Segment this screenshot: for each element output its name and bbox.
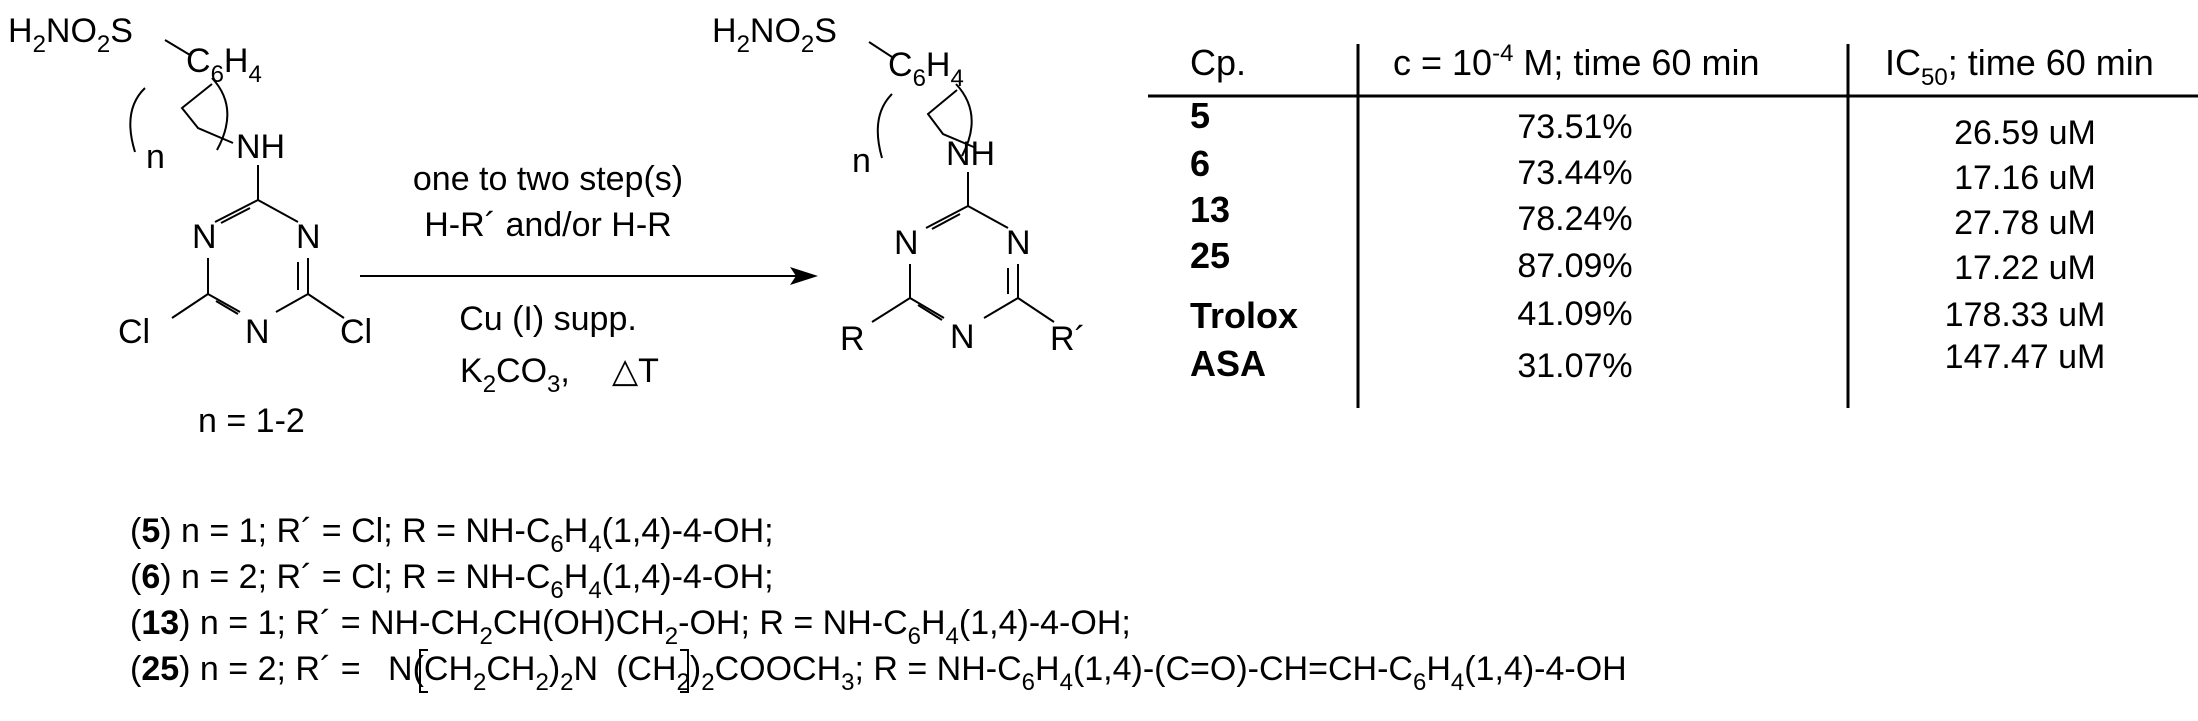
product-ring-bond xyxy=(967,205,1009,229)
table-cell-cp: ASA xyxy=(1190,343,1266,384)
reactant-structure: H2NO2S C6H4 n NH N N N Cl Cl n = 1-2 xyxy=(8,12,372,440)
table-cell-cp: 25 xyxy=(1190,235,1230,276)
compound-legend: (5) n = 1; R´ = Cl; R = NH-C6H4(1,4)-4-O… xyxy=(130,512,1627,696)
table-row: 13 78.24% 27.78 uM xyxy=(1190,189,2096,242)
table-cell-inhibition: 73.51% xyxy=(1517,108,1632,146)
reactant-n-range: n = 1-2 xyxy=(198,402,305,440)
product-ring-n1: N xyxy=(894,224,919,262)
table-cell-ic50: 17.22 uM xyxy=(1954,249,2096,287)
product-r-bond-left xyxy=(871,297,911,323)
reactant-s-aryl-bond xyxy=(164,39,191,56)
table-row: 25 87.09% 17.22 uM xyxy=(1190,235,2096,287)
reaction-conditions: one to two step(s) H-R´ and/or H-R Cu (I… xyxy=(360,160,818,398)
product-ring-double-bond xyxy=(931,213,961,230)
legend-line: (25) n = 2; R´ = N(CH2CH2)2N(CH2)2COOCH3… xyxy=(130,650,1627,696)
table-header-cp: Cp. xyxy=(1190,42,1246,83)
product-ring-bond xyxy=(925,205,969,229)
table-row: ASA 31.07% 147.47 uM xyxy=(1190,338,2105,385)
reactant-ring-bond xyxy=(214,199,259,223)
table-cell-inhibition: 73.44% xyxy=(1517,154,1632,192)
product-ring-n3: N xyxy=(950,318,975,356)
reaction-arrow-head xyxy=(790,267,818,285)
table-header-inhibition: c = 10-4 M; time 60 min xyxy=(1393,40,1759,83)
conditions-line1: one to two step(s) xyxy=(413,160,683,198)
table-cell-inhibition: 41.09% xyxy=(1517,295,1632,333)
product-ring-double-bond xyxy=(917,304,943,321)
table-row: 6 73.44% 17.16 uM xyxy=(1190,143,2096,197)
table-cell-cp: 6 xyxy=(1190,143,1210,184)
reactant-left-bracket xyxy=(129,87,146,153)
reactant-ring-double-bond xyxy=(220,207,251,224)
product-r-left: R xyxy=(840,320,865,358)
table-row: 5 73.51% 26.59 uM xyxy=(1190,95,2096,152)
product-amine-label: NH xyxy=(946,135,995,173)
table-cell-inhibition: 78.24% xyxy=(1517,200,1632,238)
conditions-base: K2CO3, xyxy=(460,352,570,398)
reactant-cl-left: Cl xyxy=(118,313,150,351)
table-cell-inhibition: 87.09% xyxy=(1517,247,1632,285)
table-cell-ic50: 17.16 uM xyxy=(1954,159,2096,197)
conditions-heat: △T xyxy=(612,352,659,390)
product-r-right: R´ xyxy=(1050,320,1086,358)
legend-bracket-right xyxy=(680,649,689,693)
table-header-ic50: IC50; time 60 min xyxy=(1885,42,2154,91)
reactant-ring-bond xyxy=(207,293,241,313)
legend-bracket-left xyxy=(419,649,428,693)
product-s-aryl-bond xyxy=(868,41,893,58)
reactant-ring-double-bond xyxy=(215,300,239,315)
table-cell-ic50: 178.33 uM xyxy=(1945,296,2106,334)
legend-line: (13) n = 1; R´ = NH-CH2CH(OH)CH2-OH; R =… xyxy=(130,604,1131,650)
reactant-aryl-label: C6H4 xyxy=(186,42,262,88)
reactant-ring-n1: N xyxy=(192,218,217,256)
reactant-ring-n2: N xyxy=(296,218,321,256)
reactant-cl-bond-right xyxy=(307,293,345,319)
reactant-cl-bond-left xyxy=(171,293,209,319)
product-ring-bond xyxy=(983,297,1019,319)
conditions-line2: H-R´ and/or H-R xyxy=(424,206,671,244)
product-aryl-label: C6H4 xyxy=(888,46,964,92)
product-ring-bond xyxy=(909,297,945,319)
legend-line: (5) n = 1; R´ = Cl; R = NH-C6H4(1,4)-4-O… xyxy=(130,512,774,558)
product-right-bracket xyxy=(955,83,973,157)
reactant-amine-label: NH xyxy=(236,128,285,166)
reactant-ring-bond xyxy=(275,293,309,313)
table-cell-ic50: 27.78 uM xyxy=(1954,204,2096,242)
table-cell-cp: 5 xyxy=(1190,95,1210,136)
product-ring-n2: N xyxy=(1006,224,1031,262)
product-structure: H2NO2S C6H4 n NH N N N R R´ xyxy=(712,12,1086,358)
table-cell-cp: Trolox xyxy=(1190,295,1298,336)
table-cell-ic50: 147.47 uM xyxy=(1945,338,2106,376)
product-alkyl-chain xyxy=(926,89,977,149)
conditions-line3: Cu (I) supp. xyxy=(459,300,637,338)
reactant-sulfonamide-label: H2NO2S xyxy=(8,12,133,58)
table-cell-inhibition: 31.07% xyxy=(1517,347,1632,385)
activity-table: Cp. c = 10-4 M; time 60 min IC50; time 6… xyxy=(1148,40,2198,408)
product-n-label: n xyxy=(852,142,871,180)
reactant-n-label: n xyxy=(146,138,165,176)
reactant-ring-bond xyxy=(257,199,299,223)
reactant-right-bracket xyxy=(211,77,229,151)
table-cell-ic50: 26.59 uM xyxy=(1954,114,2096,152)
product-r-bond-right xyxy=(1017,297,1055,323)
product-left-bracket xyxy=(876,93,893,159)
reactant-ring-n3: N xyxy=(245,313,270,351)
reactant-cl-right: Cl xyxy=(340,313,372,351)
reactant-alkyl-chain xyxy=(180,83,234,144)
product-sulfonamide-label: H2NO2S xyxy=(712,12,837,58)
table-row: Trolox 41.09% 178.33 uM xyxy=(1190,295,2105,336)
legend-line: (6) n = 2; R´ = Cl; R = NH-C6H4(1,4)-4-O… xyxy=(130,558,774,604)
table-cell-cp: 13 xyxy=(1190,189,1230,230)
